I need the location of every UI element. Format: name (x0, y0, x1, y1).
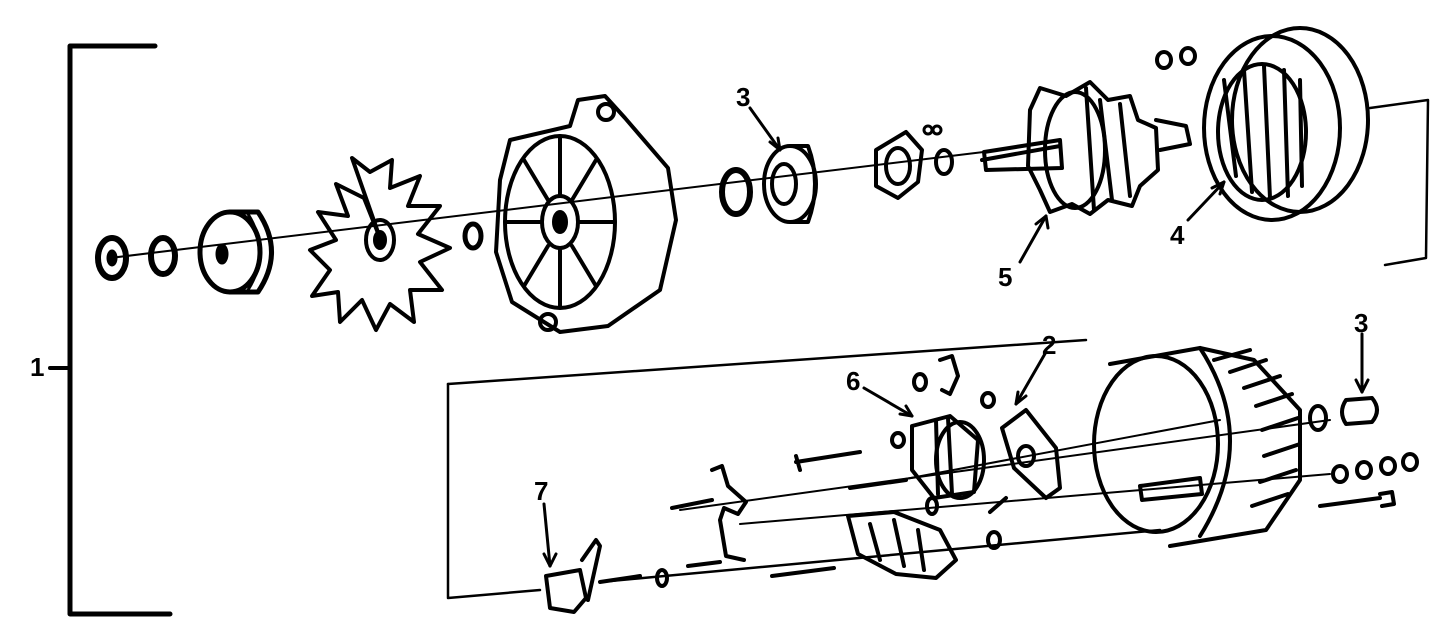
upper-axis-line (109, 149, 1001, 259)
terminal-wiring (655, 464, 836, 588)
small-screws-top (922, 124, 943, 136)
callout-2: 2 (1042, 330, 1056, 360)
collar (934, 148, 954, 176)
callout-5: 5 (998, 262, 1012, 292)
upper-frame (1368, 98, 1430, 267)
assembly-bracket (48, 43, 173, 617)
rectifier (980, 391, 1062, 500)
leader-lines (542, 106, 1370, 568)
brush-holder (794, 354, 986, 516)
stator (1202, 26, 1370, 222)
bushing (1308, 396, 1379, 432)
rotor (980, 80, 1192, 216)
callout-1: 1 (30, 352, 44, 382)
callout-4: 4 (1170, 220, 1185, 250)
retainer-plate (874, 130, 924, 200)
pulley (197, 209, 274, 295)
spacer (462, 221, 484, 251)
callout-7: 7 (534, 476, 548, 506)
lock-washer (148, 235, 178, 277)
pulley-nut (95, 235, 129, 281)
callout-3-top: 3 (736, 82, 750, 112)
lower-axis-lines (679, 419, 1331, 525)
slip-ring-end-housing (1092, 346, 1302, 548)
bracket-terminal (544, 538, 642, 614)
callout-6: 6 (846, 366, 860, 396)
diode-trio (846, 496, 1008, 580)
cooling-fan (308, 156, 452, 332)
front-bearing (762, 144, 818, 224)
callout-3-bottom: 3 (1354, 308, 1368, 338)
drive-end-housing (494, 94, 678, 334)
bolt-and-nuts (1318, 452, 1419, 508)
bearing-washer (719, 167, 753, 217)
nuts-top-right (1155, 46, 1197, 70)
